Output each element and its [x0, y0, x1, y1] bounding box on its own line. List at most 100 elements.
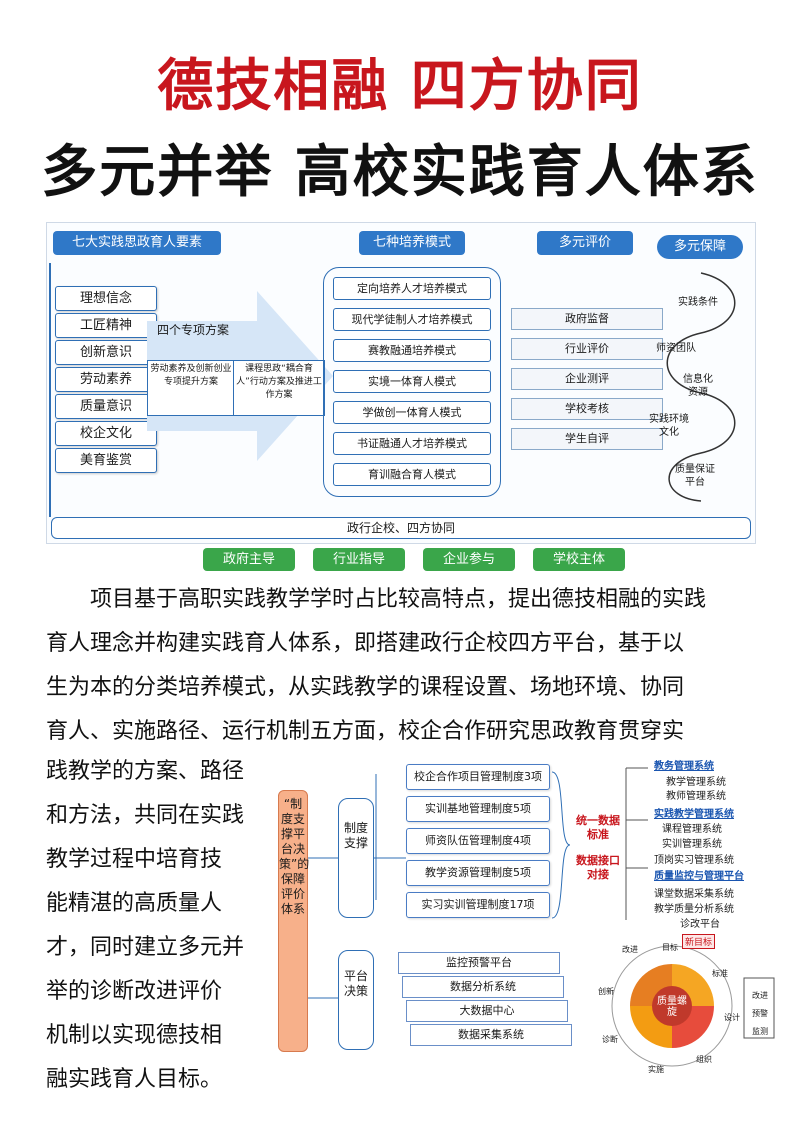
mode-item: 学做创一体育人模式: [333, 401, 491, 424]
eval-item: 学校考核: [511, 398, 663, 420]
cycle-side-label: 改进: [752, 991, 768, 1000]
paragraph-line: 践教学的方案、路径: [46, 759, 245, 784]
element-item: 美育鉴赏: [55, 448, 157, 473]
cycle-label: 组织: [696, 1055, 712, 1064]
data-standard-label: 统一数据标准: [576, 814, 620, 841]
mode-item: 实境一体育人模式: [333, 370, 491, 393]
guarantee-cycle-arrows: [666, 272, 736, 502]
connector-lines: [308, 774, 406, 999]
modes-frame: [323, 267, 501, 497]
platform-item: 监控预警平台: [398, 952, 560, 974]
guarantee-item: 师资团队: [656, 343, 696, 354]
paragraph-line: 能精湛的高质量人: [46, 891, 223, 916]
system-tree-item: 课堂数据采集系统: [654, 889, 734, 900]
paragraph-line: 生为本的分类培养模式，从实践教学的课程设置、场地环境、协同: [46, 675, 685, 700]
industry-guide-badge: 行业指导: [313, 548, 405, 571]
paragraph-line: 才，同时建立多元并: [46, 935, 245, 960]
eval-item: 行业评价: [511, 338, 663, 360]
system-tree-item: 教学质量分析系统: [654, 904, 734, 915]
paragraph-line: 举的诊断改进评价: [46, 979, 223, 1004]
mode-item: 书证融通人才培养模式: [333, 432, 491, 455]
elements-bracket: [49, 263, 55, 517]
cycle-label: 改进: [622, 945, 638, 954]
system-item: 教学资源管理制度5项: [406, 860, 550, 886]
paragraph-full: 项目基于高职实践教学学时占比较高特点，提出德技相融的实践 育人理念并构建实践育人…: [46, 578, 760, 754]
paragraph-line: 和方法，共同在实践: [46, 803, 245, 828]
system-tree-item: 课程管理系统: [662, 824, 722, 835]
cycle-side-label: 预警: [752, 1009, 768, 1018]
paragraph-left: 践教学的方案、路径 和方法，共同在实践 教学过程中培育技 能精湛的高质量人 才，…: [46, 750, 276, 1102]
paragraph-line: 育人、实施路径、运行机制五方面，校企合作研究思政教育贯穿实: [46, 719, 685, 744]
government-lead-badge: 政府主导: [203, 548, 295, 571]
paragraph-line: 机制以实现德技相: [46, 1023, 223, 1048]
system-tree-item: 教务管理系统: [654, 761, 714, 772]
paragraph-line: 项目基于高职实践教学学时占比较高特点，提出德技相融的实践: [90, 587, 707, 612]
guarantee-item: 实践环境文化: [649, 414, 689, 438]
plan-b-box: 课程思政“耦合育人”行动方案及推进工作方案: [233, 360, 325, 416]
guarantee-item: 信息化资源: [683, 374, 713, 398]
system-tree-item: 教师管理系统: [666, 791, 726, 802]
system-item: 师资队伍管理制度4项: [406, 828, 550, 854]
guarantee-eval-diagram: “制度支撑平台决策”的保障评价体系 制度支撑 平台决策 校企合作项目管理制度3项…: [276, 758, 786, 1088]
main-title: 德技相融 四方协同: [157, 54, 643, 119]
guarantee-item: 实践条件: [678, 297, 718, 308]
cycle-label: 标准: [712, 969, 728, 978]
cycle-ring: [611, 945, 775, 1067]
paragraph-line: 教学过程中培育技: [46, 847, 223, 872]
system-tree-item: 实践教学管理系统: [654, 809, 734, 820]
sub-title: 多元并举 高校实践育人体系: [41, 140, 759, 205]
school-main-badge: 学校主体: [533, 548, 625, 571]
system-tree-item: 实训管理系统: [662, 839, 722, 850]
system-tree-item: 教学管理系统: [666, 777, 726, 788]
system-item: 实习实训管理制度17项: [406, 892, 550, 918]
vertical-label: “制度支撑平台决策”的保障评价体系: [278, 790, 309, 1052]
new-goal-label: 新目标: [682, 934, 716, 949]
enterprise-participate-badge: 企业参与: [423, 548, 515, 571]
element-item: 工匠精神: [55, 313, 157, 338]
cycle-center-label: 质量螺旋: [657, 996, 687, 1018]
elements-header: 七大实践思政育人要素: [53, 231, 221, 255]
cycle-label: 设计: [724, 1013, 740, 1022]
element-item: 创新意识: [55, 340, 157, 365]
plan-a-box: 劳动素养及创新创业专项提升方案: [147, 360, 235, 416]
cooperation-bar: 政行企校、四方协同: [51, 517, 751, 539]
paragraph-line: 融实践育人目标。: [46, 1067, 223, 1092]
eval-item: 政府监督: [511, 308, 663, 330]
brace-left: [551, 771, 571, 919]
element-item: 理想信念: [55, 286, 157, 311]
guarantee-item: 质量保证平台: [675, 464, 715, 488]
modes-header: 七种培养模式: [359, 231, 465, 255]
four-plans-label: 四个专项方案: [157, 323, 230, 337]
system-tree-item: 顶岗实习管理系统: [654, 855, 734, 866]
paragraph-line: 育人理念并构建实践育人体系，即搭建政行企校四方平台，基于以: [46, 631, 685, 656]
platform-item: 大数据中心: [406, 1000, 568, 1022]
element-item: 质量意识: [55, 394, 157, 419]
mode-item: 定向培养人才培养模式: [333, 277, 491, 300]
education-system-diagram: 七大实践思政育人要素 七种培养模式 多元评价 多元保障 理想信念 工匠精神 创新…: [46, 222, 756, 571]
eval-item: 学生自评: [511, 428, 663, 450]
quality-cycle-graphic: 质量螺旋 新目标 改进 目标 标准 设计 组织 实施 诊断 创新 改进 预警 监…: [594, 934, 784, 1084]
platform-item: 数据分析系统: [402, 976, 564, 998]
system-item: 校企合作项目管理制度3项: [406, 764, 550, 790]
platform-decision-label: 平台决策: [338, 950, 374, 1050]
mode-item: 赛教融通培养模式: [333, 339, 491, 362]
cycle-label: 诊断: [602, 1035, 618, 1044]
guarantee-header: 多元保障: [657, 235, 743, 259]
cycle-side-label: 监测: [752, 1027, 768, 1036]
system-item: 实训基地管理制度5项: [406, 796, 550, 822]
mode-item: 现代学徒制人才培养模式: [333, 308, 491, 331]
element-item: 劳动素养: [55, 367, 157, 392]
mode-item: 育训融合育人模式: [333, 463, 491, 486]
eval-item: 企业测评: [511, 368, 663, 390]
system-tree-item: 诊改平台: [680, 919, 720, 930]
cycle-label: 创新: [598, 987, 614, 996]
brace-right: [625, 767, 648, 920]
system-support-label: 制度支撑: [338, 798, 374, 918]
data-interface-label: 数据接口对接: [576, 854, 620, 881]
element-item: 校企文化: [55, 421, 157, 446]
platform-item: 数据采集系统: [410, 1024, 572, 1046]
eval-header: 多元评价: [537, 231, 633, 255]
cycle-label: 实施: [648, 1065, 664, 1074]
cycle-label: 目标: [662, 943, 678, 952]
system-tree-item: 质量监控与管理平台: [654, 871, 744, 882]
